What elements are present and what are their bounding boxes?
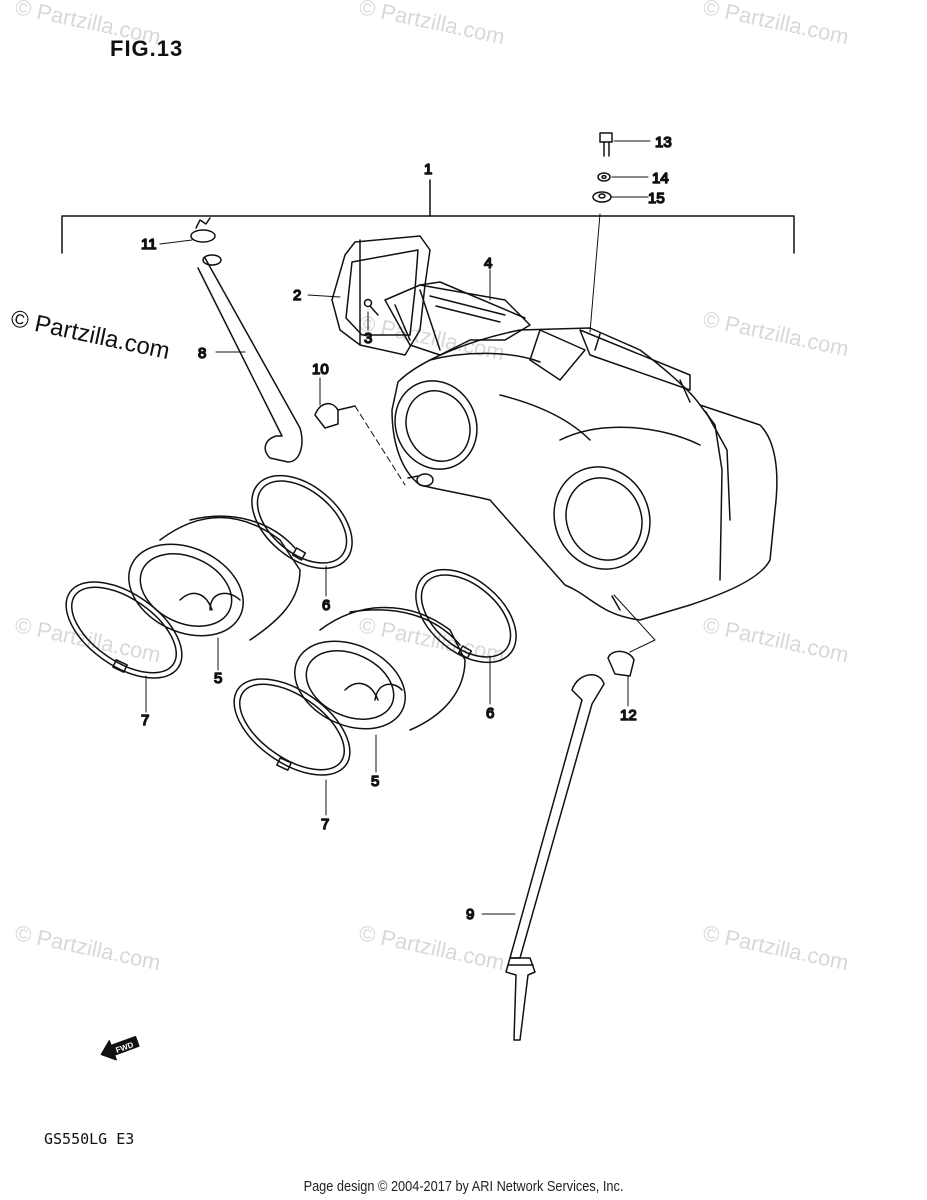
screw — [363, 298, 379, 316]
washer — [597, 172, 611, 182]
clamp-band — [415, 568, 517, 664]
callout-15: 15 — [648, 190, 665, 207]
callout-6: 6 — [486, 705, 494, 722]
callout-1: 1 — [424, 161, 432, 178]
forward-label: FWD — [114, 1040, 134, 1055]
callout-2: 2 — [293, 287, 301, 304]
callout-7: 7 — [141, 712, 149, 729]
callout-10: 10 — [312, 361, 329, 378]
breather-hose — [197, 254, 303, 463]
intake-funnel — [128, 515, 301, 641]
callout-13: 13 — [655, 134, 672, 151]
clamp-band — [251, 474, 353, 570]
callout-5: 5 — [371, 773, 379, 790]
intake-funnel — [294, 606, 466, 731]
callout-8: 8 — [198, 345, 206, 362]
assembly-bracket — [61, 179, 795, 254]
clamp-band — [65, 581, 183, 679]
model-code: GS550LG E3 — [44, 1130, 135, 1148]
figure-title: FIG.13 — [110, 36, 184, 61]
callout-5: 5 — [214, 670, 222, 687]
callout-11: 11 — [141, 236, 157, 253]
page-footer: Page design © 2004-2017 by ARI Network S… — [303, 1178, 624, 1195]
hose-clamp-lower — [607, 594, 656, 677]
callout-4: 4 — [484, 255, 492, 272]
forward-arrow-icon: FWD — [100, 1035, 140, 1061]
filter-element — [384, 281, 531, 356]
callout-12: 12 — [620, 707, 637, 724]
callout-3: 3 — [364, 330, 372, 347]
callout-6: 6 — [322, 597, 330, 614]
grommet — [592, 191, 612, 203]
callout-9: 9 — [466, 906, 474, 923]
callout-7: 7 — [321, 816, 329, 833]
bolt — [599, 132, 613, 157]
hose-clamp — [190, 217, 216, 243]
drain-hose — [505, 674, 605, 1041]
cover-plate — [331, 235, 431, 356]
air-cleaner-box — [391, 327, 778, 621]
clamp-band — [233, 678, 351, 776]
callout-14: 14 — [652, 170, 669, 187]
drain-clamp — [314, 403, 406, 486]
leader-lines — [145, 140, 651, 915]
